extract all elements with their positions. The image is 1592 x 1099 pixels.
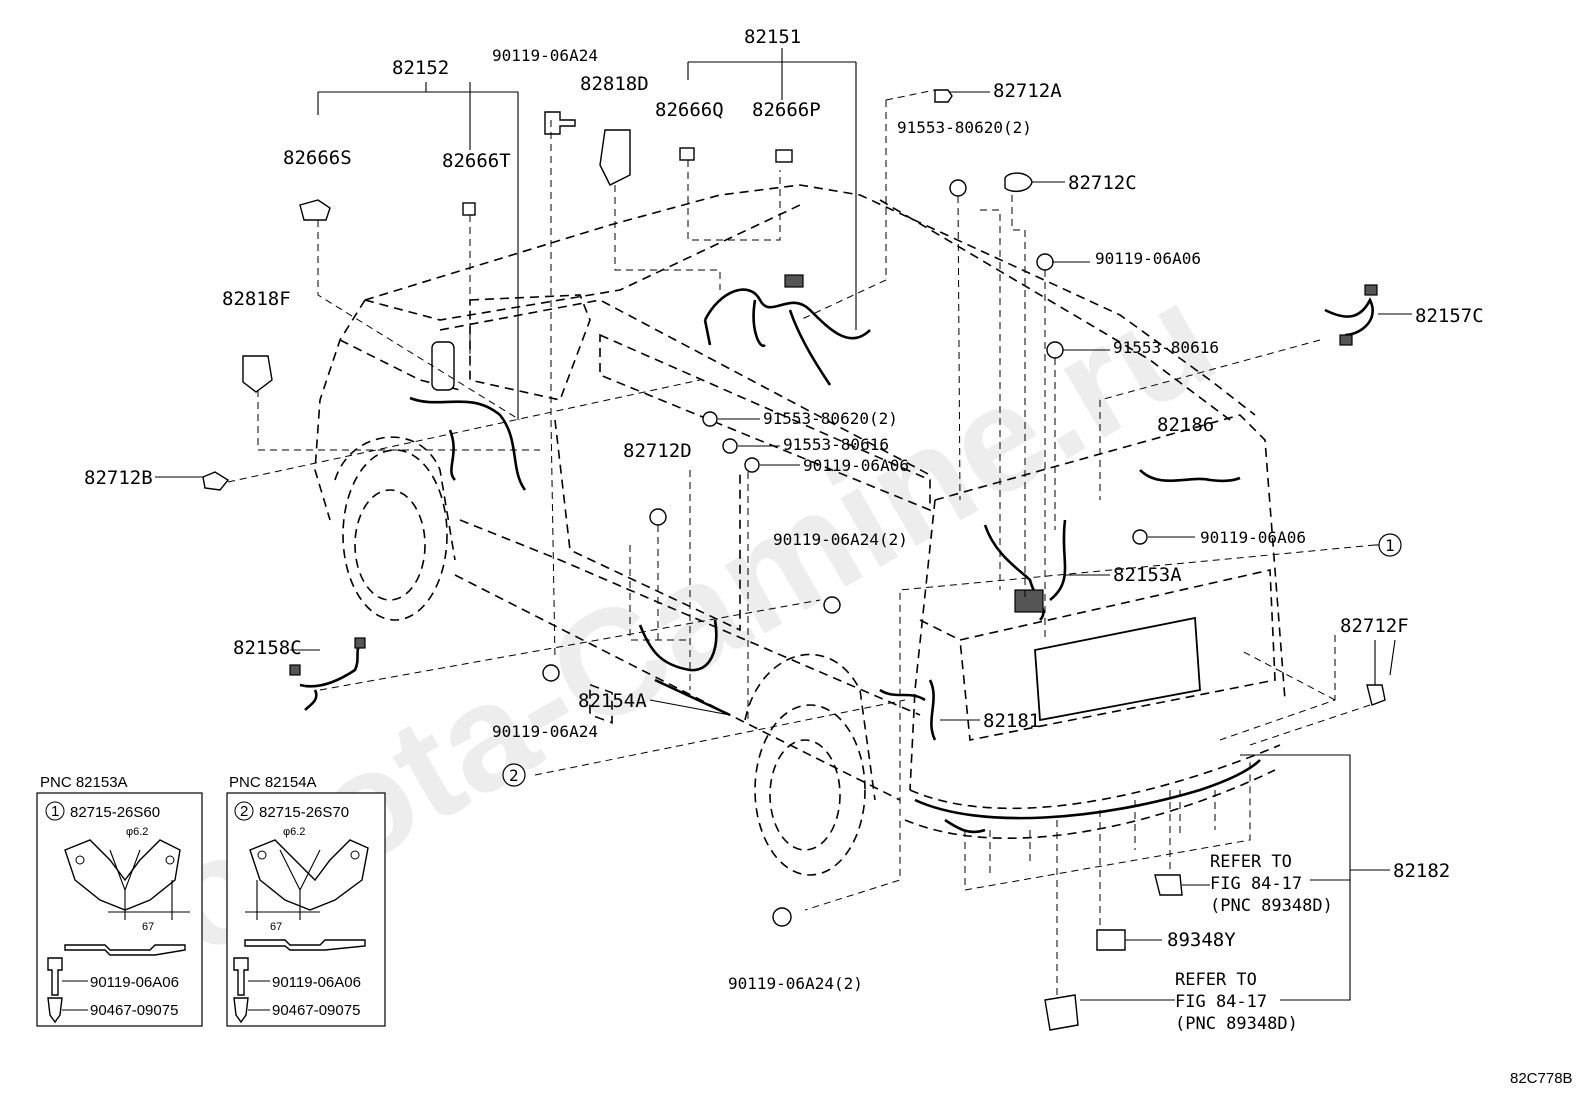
refer2-line3: (PNC 89348D) [1175, 1014, 1298, 1034]
inset2-title: PNC 82154A [229, 774, 317, 791]
harness-82151 [703, 274, 871, 386]
callout-91553-80616-a: 91553-80616 [1113, 338, 1219, 357]
callout-82181: 82181 [983, 710, 1040, 732]
diagram-code: 82C778B [1510, 1070, 1573, 1087]
inset2-circle: 2 [240, 803, 248, 820]
callout-91553-80620-2-top: 91553-80620(2) [897, 118, 1032, 137]
callout-90119-06A24-low: 90119-06A24 [492, 722, 598, 741]
leader-lines [155, 48, 1412, 1001]
callout-82151: 82151 [744, 26, 801, 48]
harness-82182 [914, 759, 1261, 834]
refer2-line2: FIG 84-17 [1175, 992, 1267, 1012]
inset2-dia: φ6.2 [283, 826, 305, 838]
inset1-circle: 1 [51, 803, 59, 820]
harness-82153A [983, 519, 1067, 621]
harness-82152 [409, 396, 527, 491]
inset1-dim: 67 [142, 921, 154, 933]
callout-82712F: 82712F [1340, 615, 1409, 637]
small-parts [202, 89, 1386, 1031]
callout-82712C: 82712C [1068, 172, 1137, 194]
inset2-bolt: 90119-06A06 [272, 974, 361, 991]
callout-82712D: 82712D [623, 440, 692, 462]
callout-90119-06A06-b: 90119-06A06 [803, 456, 909, 475]
circle-marker-1-label: 1 [1385, 536, 1395, 555]
inset1-bolt: 90119-06A06 [90, 974, 179, 991]
callout-82666P: 82666P [752, 99, 821, 121]
harness-82181 [879, 679, 937, 741]
callout-82818F: 82818F [222, 288, 291, 310]
callouts: 82151 82152 90119-06A24 82818D 82666Q 82… [84, 26, 1573, 1087]
callout-82158C: 82158C [233, 637, 302, 659]
harness-82154A [638, 619, 731, 717]
callout-91553-80616-b: 91553-80616 [783, 435, 889, 454]
callout-82666S: 82666S [283, 147, 352, 169]
inset1-part: 82715-26S60 [70, 804, 160, 821]
harness-82157C [1324, 284, 1378, 346]
callout-90119-06A06-a: 90119-06A06 [1095, 249, 1201, 268]
callout-82818D: 82818D [580, 73, 649, 95]
circle-marker-2-label: 2 [509, 766, 519, 785]
callout-82154A: 82154A [578, 690, 647, 712]
callout-82712B: 82712B [84, 467, 153, 489]
inset2-dim: 67 [270, 921, 282, 933]
callout-90119-06A24-2-bot: 90119-06A24(2) [728, 974, 863, 993]
circle-marker-1 [1378, 533, 1402, 557]
callout-89348Y: 89348Y [1167, 929, 1236, 951]
callout-82666Q: 82666Q [655, 99, 724, 121]
inset2-clip: 90467-09075 [272, 1002, 360, 1019]
callout-90119-06A24-top: 90119-06A24 [492, 46, 598, 65]
refer1-line1: REFER TO [1210, 852, 1292, 872]
inset-pnc-82154A: PNC 82154A 2 82715-26S70 φ6.2 67 90119-0… [226, 774, 386, 1027]
harness-82186 [1139, 469, 1241, 483]
inset2-part: 82715-26S70 [259, 804, 349, 821]
inset1-clip: 90467-09075 [90, 1002, 178, 1019]
refer1-line2: FIG 84-17 [1210, 874, 1302, 894]
callout-82186: 82186 [1157, 414, 1214, 436]
callout-82182: 82182 [1393, 860, 1450, 882]
circle-marker-2 [502, 763, 526, 787]
callout-82152: 82152 [392, 57, 449, 79]
van-body [314, 184, 1286, 876]
inset1-dia: φ6.2 [126, 826, 148, 838]
callout-82666T: 82666T [442, 150, 511, 172]
callout-91553-80620-2-mid: 91553-80620(2) [763, 409, 898, 428]
callout-82153A: 82153A [1113, 564, 1182, 586]
callout-82712A: 82712A [993, 80, 1062, 102]
callout-90119-06A24-2-mid: 90119-06A24(2) [773, 530, 908, 549]
inset1-title: PNC 82153A [40, 774, 128, 791]
refer1-line3: (PNC 89348D) [1210, 896, 1333, 916]
callout-90119-06A06-c: 90119-06A06 [1200, 528, 1306, 547]
harness-82158C [289, 637, 366, 711]
refer2-line1: REFER TO [1175, 970, 1257, 990]
callout-82157C: 82157C [1415, 305, 1484, 327]
inset-pnc-82153A: PNC 82153A 1 82715-26S60 φ6.2 67 90119-0… [36, 774, 203, 1027]
